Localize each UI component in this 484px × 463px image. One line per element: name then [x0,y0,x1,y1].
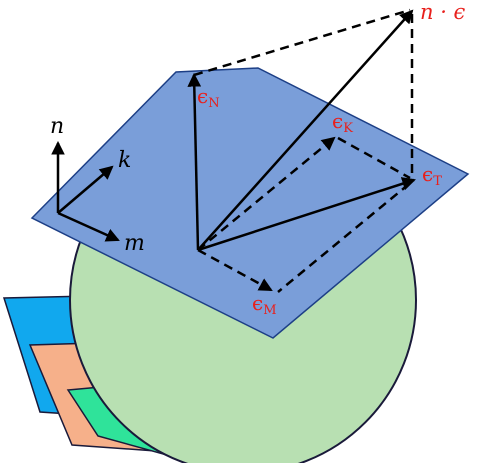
dashed-n-top [193,8,411,77]
vector-eps-t [197,177,416,252]
axis-k-arrow [57,165,114,214]
axis-m-arrow [57,211,120,242]
label-eps-k: ϵK [332,109,353,136]
label-n-eps: n · ϵ [420,0,466,24]
label-eps-m: ϵM [252,291,277,318]
label-axis-n: n [50,114,64,139]
vector-n-eps [197,9,414,251]
vector-eps-n [187,72,202,251]
label-eps-n: ϵN [197,84,220,111]
label-axis-m: m [124,231,145,256]
tangent-plane [30,67,470,339]
dashed-t-to-m [277,183,410,293]
dashed-k-to-t [337,136,411,180]
label-axis-k: k [118,148,131,173]
label-eps-t: ϵT [422,162,442,189]
